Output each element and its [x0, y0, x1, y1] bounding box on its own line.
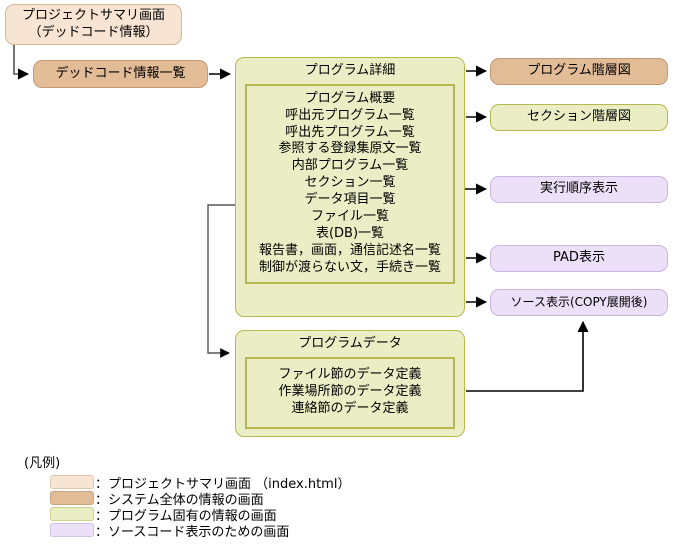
legend-label: ：プログラム固有の情報の画面	[95, 508, 277, 524]
program-data-title: プログラムデータ	[298, 336, 402, 351]
node-program-hierarchy-chart[interactable]: プログラム階層図	[490, 58, 668, 85]
program-detail-item[interactable]: セクション一覧	[304, 175, 396, 191]
legend-title: (凡例)	[24, 456, 61, 471]
program-data-item[interactable]: ファイル節のデータ定義	[278, 367, 422, 383]
legend: (凡例) ：プロジェクトサマリ画面 （index.html） ：システム全体の情…	[24, 452, 444, 540]
edge-program-data-to-source	[466, 320, 589, 392]
program-detail-item[interactable]: 呼出先プログラム一覧	[285, 124, 415, 140]
legend-swatch-source	[50, 523, 94, 537]
legend-swatch-summary	[50, 475, 94, 489]
program-detail-item[interactable]: 制御が渡らない文，手続き一覧	[258, 259, 441, 275]
program-detail-item[interactable]: 内部プログラム一覧	[291, 158, 409, 174]
exec-order-label: 実行順序表示	[539, 181, 618, 197]
legend-item: ：ソースコード表示のための画面	[50, 522, 444, 540]
deadcode-list-label: デッドコード情報一覧	[55, 65, 186, 81]
project-summary-line1: プロジェクトサマリ画面	[21, 7, 165, 23]
program-detail-item[interactable]: ファイル一覧	[310, 208, 389, 224]
project-summary-line2: （デッドコード情報）	[28, 24, 159, 40]
program-detail-item[interactable]: プログラム概要	[304, 90, 396, 106]
node-program-detail[interactable]: プログラム詳細 プログラム概要 呼出元プログラム一覧 呼出先プログラム一覧 参照…	[235, 57, 465, 317]
program-hierarchy-label: プログラム階層図	[527, 63, 631, 79]
legend-label: ：プロジェクトサマリ画面 （index.html）	[95, 476, 351, 492]
program-data-item[interactable]: 作業場所節のデータ定義	[278, 384, 422, 400]
pad-display-label: PAD表示	[553, 250, 605, 266]
legend-item: ：プログラム固有の情報の画面	[50, 506, 444, 524]
node-pad-display[interactable]: PAD表示	[490, 245, 668, 272]
section-hierarchy-label: セクション階層図	[526, 109, 631, 125]
edge-summary-to-deadcode	[13, 45, 30, 80]
program-detail-item[interactable]: データ項目一覧	[304, 192, 396, 208]
node-deadcode-info-list[interactable]: デッドコード情報一覧	[33, 60, 208, 88]
legend-label: ：システム全体の情報の画面	[95, 492, 264, 508]
program-data-item-panel: ファイル節のデータ定義 作業場所節のデータ定義 連絡節のデータ定義	[245, 356, 455, 429]
legend-swatch-system	[50, 491, 94, 505]
node-section-hierarchy-chart[interactable]: セクション階層図	[490, 104, 668, 131]
program-detail-item[interactable]: 呼出元プログラム一覧	[285, 107, 415, 123]
program-data-item[interactable]: 連絡節のデータ定義	[291, 401, 409, 417]
source-display-label: ソース表示(COPY展開後)	[510, 294, 648, 309]
legend-label: ：ソースコード表示のための画面	[95, 524, 290, 540]
legend-item: ：システム全体の情報の画面	[50, 490, 444, 508]
program-detail-item[interactable]: 表(DB)一覧	[315, 225, 385, 241]
program-detail-title: プログラム詳細	[304, 63, 396, 78]
program-detail-item[interactable]: 報告書，画面，通信記述名一覧	[258, 242, 441, 258]
program-detail-item[interactable]: 参照する登録集原文一覧	[278, 141, 422, 157]
node-source-display[interactable]: ソース表示(COPY展開後)	[490, 289, 668, 316]
node-project-summary-screen[interactable]: プロジェクトサマリ画面 （デッドコード情報）	[5, 4, 182, 45]
program-detail-item-panel: プログラム概要 呼出元プログラム一覧 呼出先プログラム一覧 参照する登録集原文一…	[245, 83, 455, 284]
node-program-data[interactable]: プログラムデータ ファイル節のデータ定義 作業場所節のデータ定義 連絡節のデータ…	[235, 330, 465, 437]
legend-item: ：プロジェクトサマリ画面 （index.html）	[50, 474, 444, 492]
node-execution-order-display[interactable]: 実行順序表示	[490, 176, 668, 203]
legend-swatch-program	[50, 507, 94, 521]
